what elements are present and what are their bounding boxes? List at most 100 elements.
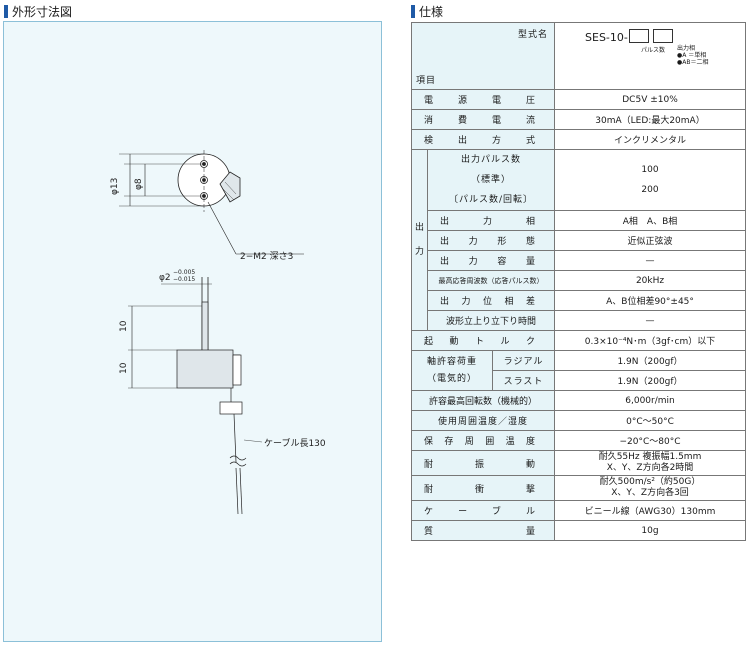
table-row: 許容最高回転数（機械的）6,000r/min xyxy=(410,390,747,411)
model-sub-phase-block: 出力相●A ＝単相●AB＝二相 xyxy=(677,45,708,66)
row-label-cable: ケーブル xyxy=(410,500,556,521)
row-value-method: インクリメンタル xyxy=(554,129,747,150)
dim-cable-length: ケーブル長130 xyxy=(264,437,326,449)
row-value-mass: 10g xyxy=(554,520,747,541)
table-row: 保存周囲温度−20°C〜80°C xyxy=(410,430,747,451)
row-label-phase: 出力相 xyxy=(426,210,556,231)
row-value-rise: — xyxy=(554,310,747,331)
row-value-current: 30mA（LED:最大20mA） xyxy=(554,109,747,130)
table-row: 最高応答周波数（応答パルス数）20kHz xyxy=(412,270,747,291)
spec-title-text: 仕様 xyxy=(419,5,444,19)
model-sub-ab: ●AB＝二相 xyxy=(677,59,709,66)
table-row: 軸許容荷重 （電気的） ラジアル 1.9N（200gf） xyxy=(411,350,747,391)
row-label-shock: 耐衝撃 xyxy=(410,475,556,501)
pulse-box xyxy=(628,29,649,43)
row-label-load: 軸許容荷重 （電気的） xyxy=(411,350,493,391)
row-value-max-freq: 20kHz xyxy=(554,270,747,291)
dim-shaft-tol-lower: −0.015 xyxy=(173,276,195,283)
title-bar-marker xyxy=(411,5,415,18)
row-label-method: 検出方式 xyxy=(410,129,556,150)
row-value-cable: ビニール線（AWG30）130mm xyxy=(554,500,747,521)
pulses-value-200: 200 xyxy=(641,185,659,195)
row-value-temp-use: 0°C〜50°C xyxy=(554,410,747,431)
dim-diameter-8: φ8 xyxy=(134,178,144,190)
pulses-value-100: 100 xyxy=(641,165,659,175)
row-label-temp-use: 使用周囲温度／湿度 xyxy=(410,410,556,431)
load-label-line1: 軸許容荷重 xyxy=(426,356,477,367)
row-value-thrust: 1.9N（200gf） xyxy=(554,370,747,391)
table-row: 耐衝撃耐久500m/s²（約50G）X、Y、Z方向各3回 xyxy=(410,475,747,501)
drawing-title-text: 外形寸法図 xyxy=(12,5,73,19)
row-value-capacity: — xyxy=(554,250,747,271)
model-sub-phase: 出力相 xyxy=(677,45,696,52)
load-label-line2: （電気的） xyxy=(426,373,477,384)
row-value-pulses: 100 200 xyxy=(554,149,747,211)
row-label-torque: 起動トルク xyxy=(410,330,556,351)
spec-table: 型式名 項目 SES-10- パルス数 出力相●A ＝単相●AB＝二相 電源電圧… xyxy=(410,22,747,541)
model-name-cell: SES-10- パルス数 出力相●A ＝単相●AB＝二相 xyxy=(554,22,747,90)
row-value-voltage: DC5V ±10% xyxy=(554,89,747,110)
table-row: 検出方式インクリメンタル xyxy=(410,129,747,150)
row-label-rise: 波形立上り立下り時間 xyxy=(426,310,556,331)
header-model-label: 型式名 xyxy=(518,30,549,40)
spec-section-title: 仕様 xyxy=(411,4,443,20)
table-row: ケーブルビニール線（AWG30）130mm xyxy=(410,500,747,521)
title-bar-marker xyxy=(4,5,8,18)
dim-diameter-13: φ13 xyxy=(110,178,120,195)
row-label-thrust: スラスト xyxy=(491,370,556,391)
row-label-max-rpm: 許容最高回転数（機械的） xyxy=(410,390,556,411)
dimension-drawing-panel: φ13 φ8 2−M2 深さ3 φ2 −0.005 −0.015 xyxy=(3,21,382,642)
row-label-current: 消費電流 xyxy=(410,109,556,130)
row-label-radial: ラジアル xyxy=(491,350,556,371)
vibration-value-line1: 耐久55Hz 複振幅1.5mm xyxy=(598,452,702,462)
table-row: 出力 出力パルス数（標準）〔パルス数/回転〕 100 200 xyxy=(411,149,747,331)
model-name-text: SES-10- xyxy=(585,31,628,44)
dim-shaft-diameter: φ2 xyxy=(159,273,171,283)
vibration-value-line2: X、Y、Z方向各2時間 xyxy=(606,463,694,473)
shock-value-line2: X、Y、Z方向各3回 xyxy=(611,488,689,498)
dimension-drawing: φ13 φ8 2−M2 深さ3 φ2 −0.005 −0.015 xyxy=(110,150,326,515)
drawing-section-title: 外形寸法図 xyxy=(4,4,72,20)
phase-box xyxy=(653,29,674,43)
row-value-form: 近似正弦波 xyxy=(554,230,747,251)
row-value-temp-store: −20°C〜80°C xyxy=(554,430,747,451)
encoder-side-view xyxy=(128,277,263,515)
dim-screw: 2−M2 深さ3 xyxy=(240,251,293,262)
row-label-voltage: 電源電圧 xyxy=(410,89,556,110)
row-value-shock: 耐久500m/s²（約50G）X、Y、Z方向各3回 xyxy=(554,475,747,501)
model-name: SES-10- xyxy=(585,29,674,44)
header-corner-cell: 型式名 項目 xyxy=(410,22,556,90)
table-row: 出力容量— xyxy=(412,250,747,271)
model-sub-pulse: パルス数 xyxy=(641,47,666,54)
pulses-label-line3: 〔パルス数/回転〕 xyxy=(448,195,534,205)
row-value-phase: A相 A、B相 xyxy=(554,210,747,231)
output-group-label: 出力 xyxy=(411,149,428,331)
header-item-label: 項目 xyxy=(416,76,437,86)
row-value-phase-diff: A、B位相差90°±45° xyxy=(554,290,747,311)
row-label-form: 出力形態 xyxy=(426,230,556,251)
pulses-label-line1: 出力パルス数 xyxy=(461,155,522,165)
row-value-torque: 0.3×10⁻⁴N･m（3gf･cm）以下 xyxy=(554,330,747,351)
model-sub-a: ●A ＝単相 xyxy=(677,52,707,59)
dim-length-bottom: 10 xyxy=(119,362,129,374)
shock-value-line1: 耐久500m/s²（約50G） xyxy=(599,477,701,487)
dim-length-top: 10 xyxy=(119,320,129,332)
row-label-vibration: 耐振動 xyxy=(410,450,556,476)
row-label-max-freq: 最高応答周波数（応答パルス数） xyxy=(426,270,556,291)
encoder-top-view xyxy=(119,150,304,255)
row-label-capacity: 出力容量 xyxy=(426,250,556,271)
dim-shaft-tol-upper: −0.005 xyxy=(173,269,195,276)
row-value-max-rpm: 6,000r/min xyxy=(554,390,747,411)
table-row: 型式名 項目 SES-10- パルス数 出力相●A ＝単相●AB＝二相 xyxy=(410,22,747,90)
row-label-mass: 質量 xyxy=(410,520,556,541)
row-label-pulses: 出力パルス数（標準）〔パルス数/回転〕 xyxy=(426,149,556,211)
